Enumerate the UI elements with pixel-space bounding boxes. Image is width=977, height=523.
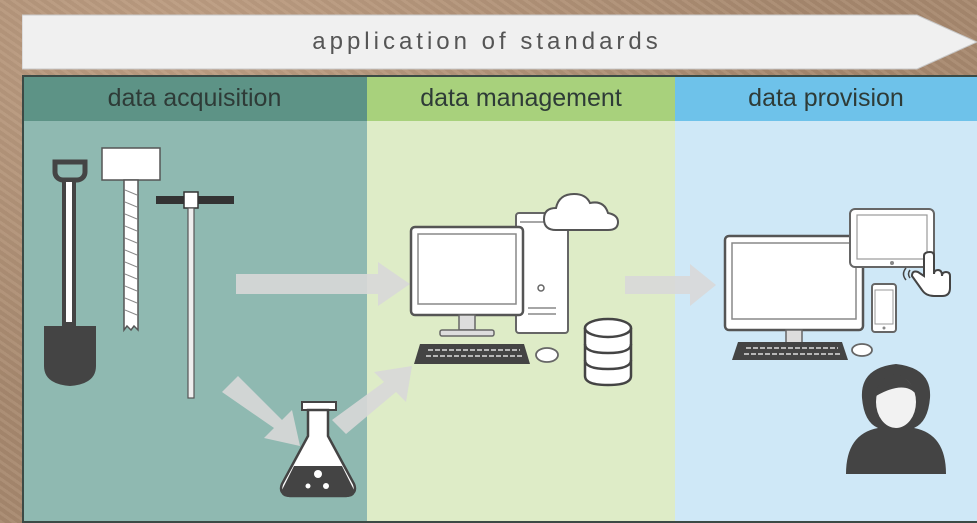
- arrow-management-to-provision: [625, 264, 716, 306]
- tablet-icon: [849, 208, 935, 268]
- banner-arrow-shape: [21, 14, 977, 70]
- banner-title: application of standards: [312, 28, 662, 55]
- server-tower-icon: [515, 212, 569, 334]
- mouse-icon: [535, 347, 559, 363]
- cloud-icon: [542, 192, 620, 231]
- database-icon: [583, 317, 633, 387]
- arrow-lab-to-management: [332, 366, 412, 434]
- standards-banner: application of standards: [21, 13, 977, 71]
- desktop-computer-icon: [409, 225, 525, 337]
- panel-header-management: data management: [367, 75, 675, 121]
- arrow-acquisition-to-management: [236, 262, 410, 306]
- soil-auger-icon: [101, 147, 161, 333]
- user-avatar-icon: [846, 364, 946, 474]
- panel-header-acquisition: data acquisition: [22, 75, 367, 121]
- touch-hand-icon: [902, 250, 951, 297]
- panel-header-provision: data provision: [675, 75, 977, 121]
- mouse-icon: [851, 343, 873, 357]
- lab-flask-icon: [279, 401, 357, 498]
- smartphone-icon: [871, 283, 897, 333]
- arrow-tools-to-lab: [222, 376, 300, 446]
- desktop-computer-icon: [723, 234, 865, 351]
- probe-rod-icon: [156, 191, 234, 399]
- spade-icon: [44, 159, 96, 386]
- keyboard-icon: [732, 342, 848, 360]
- keyboard-icon: [414, 344, 530, 364]
